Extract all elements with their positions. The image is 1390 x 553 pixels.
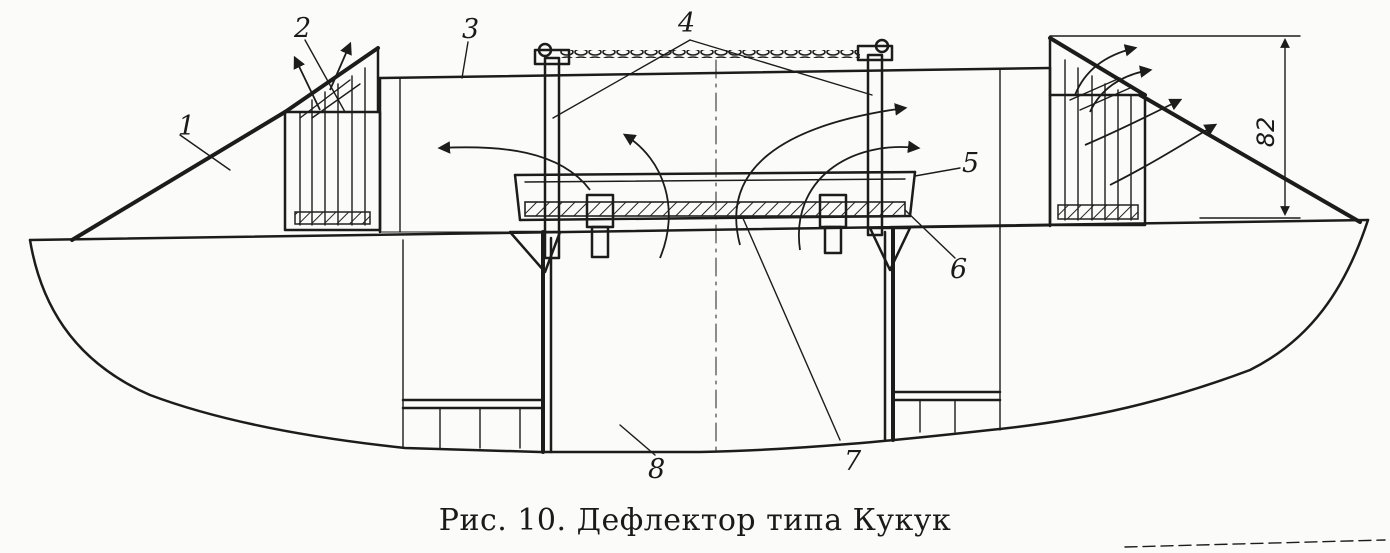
right-skirt (1138, 93, 1362, 224)
bolts (585, 193, 848, 259)
hatched-plate (524, 201, 906, 217)
airflow-arrows (293, 41, 1218, 259)
callout-2: 2 (293, 13, 311, 44)
callout-6: 6 (950, 254, 967, 285)
support-brackets (508, 226, 912, 274)
left-louvre-box (283, 46, 382, 232)
figure-caption: Рис. 10. Дефлектор типа Кукук (438, 503, 952, 538)
right-louvre-box (1048, 36, 1147, 227)
lower-housing (401, 227, 1002, 449)
callout-1: 1 (178, 111, 195, 142)
callout-4: 4 (677, 8, 695, 39)
chain (560, 50, 860, 58)
dimension-label: 82 (1252, 117, 1280, 148)
hull-base (28, 218, 1370, 454)
callout-3: 3 (462, 14, 479, 45)
callout-8: 8 (648, 454, 665, 485)
callout-7: 7 (844, 446, 862, 477)
height-dimension: 82 (1049, 35, 1301, 219)
callouts: 1 2 3 4 5 6 7 8 (178, 8, 979, 485)
left-skirt (70, 110, 287, 242)
leader-lines (179, 39, 961, 456)
upper-housing (378, 66, 1052, 234)
callout-5: 5 (962, 148, 979, 179)
dashed-rule (1124, 539, 1386, 548)
